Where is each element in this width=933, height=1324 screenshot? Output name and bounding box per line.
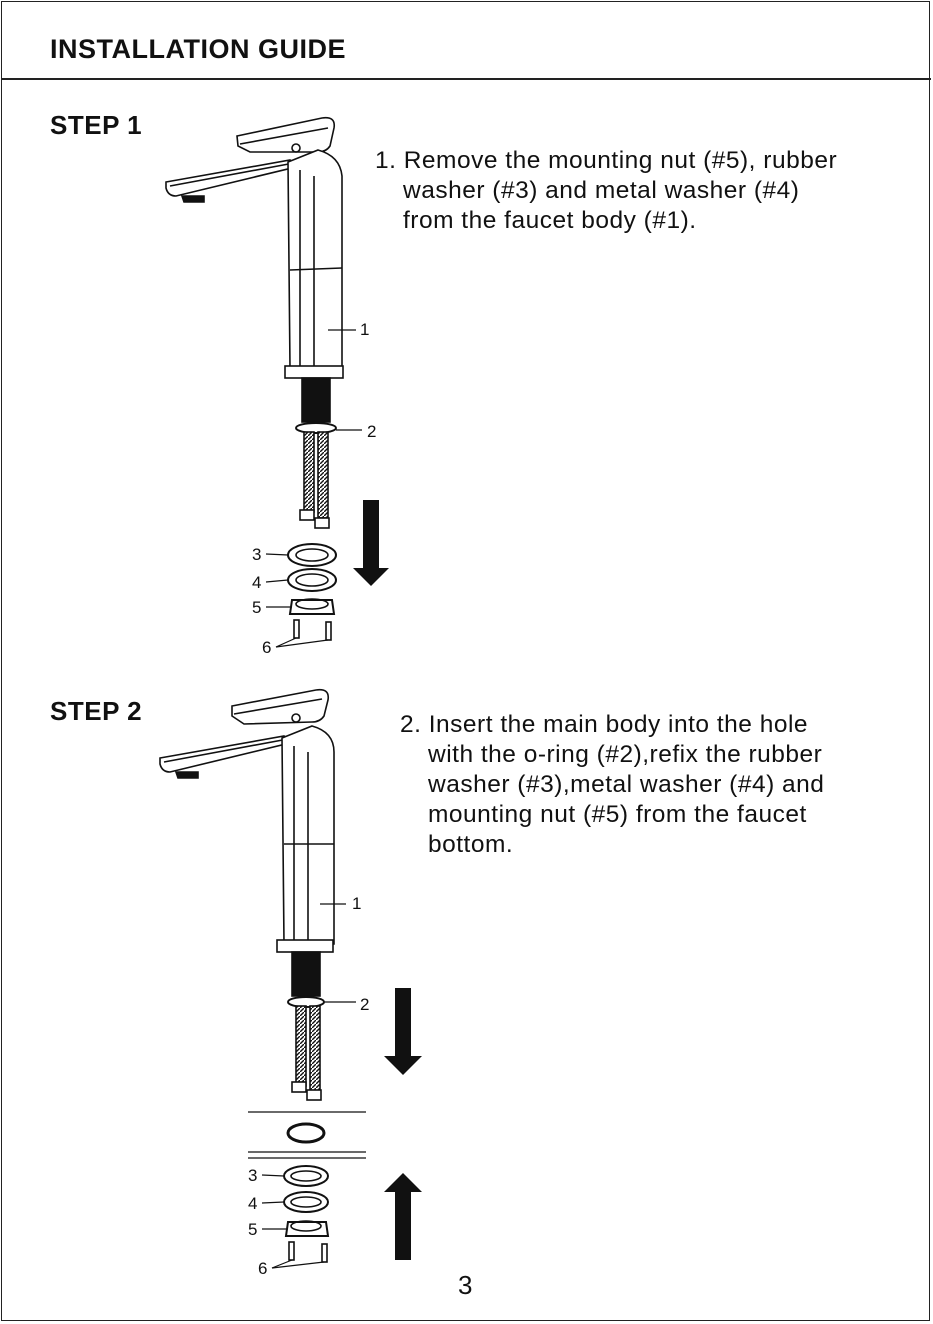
- page-title: INSTALLATION GUIDE: [50, 34, 346, 64]
- step-2-line-1: 2. Insert the main body into the hole: [400, 711, 809, 738]
- step-2-line-2: with the o-ring (#2),refix the rubber: [428, 741, 823, 768]
- arrow-down-icon: [384, 988, 422, 1075]
- step-2-faucet-diagram: [159, 688, 366, 1269]
- step-2-callout-3: 3: [248, 1166, 257, 1185]
- step-1-heading: STEP 1: [50, 110, 143, 140]
- step-1-faucet-diagram: [165, 116, 362, 648]
- step-1-callout-5: 5: [252, 598, 261, 617]
- header-divider: [1, 78, 931, 80]
- step-2-line-4: mounting nut (#5) from the faucet: [428, 801, 807, 828]
- step-2-line-3: washer (#3),metal washer (#4) and: [428, 771, 825, 798]
- step-1-instructions: 1. Remove the mounting nut (#5), rubber …: [375, 146, 837, 236]
- page-number: 3: [458, 1270, 473, 1300]
- step-2-callout-2: 2: [360, 995, 369, 1014]
- step-2-heading: STEP 2: [50, 696, 143, 726]
- step-2-instructions: 2. Insert the main body into the hole wi…: [400, 710, 824, 860]
- step-1-callout-1: 1: [360, 320, 369, 339]
- step-1-callout-6: 6: [262, 638, 271, 657]
- step-2-callout-1: 1: [352, 894, 361, 913]
- step-1-callout-4: 4: [252, 573, 261, 592]
- arrow-up-icon: [384, 1173, 422, 1260]
- step-1-line-3: from the faucet body (#1).: [403, 207, 697, 234]
- step-1-line-1: 1. Remove the mounting nut (#5), rubber: [375, 147, 838, 174]
- step-2-callout-4: 4: [248, 1194, 257, 1213]
- step-2-line-5: bottom.: [428, 831, 514, 858]
- step-1-line-2: washer (#3) and metal washer (#4): [403, 177, 800, 204]
- step-2-callout-5: 5: [248, 1220, 257, 1239]
- arrow-down-icon: [353, 500, 389, 586]
- step-1-callout-2: 2: [367, 422, 376, 441]
- step-2-callout-6: 6: [258, 1259, 267, 1278]
- step-1-callout-3: 3: [252, 545, 261, 564]
